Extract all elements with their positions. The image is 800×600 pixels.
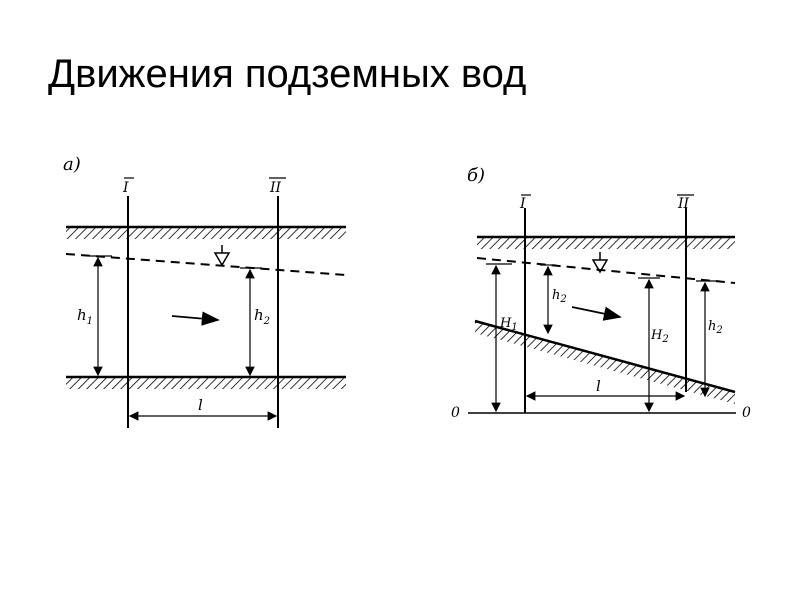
section-label-1-a: I <box>122 180 129 196</box>
water-level-icon <box>213 245 231 267</box>
section-label-1-b: I <box>519 196 526 212</box>
label-h2-left: h2 <box>552 288 567 305</box>
diagram-b: б) 0 0 I II H1 <box>451 165 751 421</box>
datum-label-left: 0 <box>451 405 460 421</box>
label-H2: H2 <box>650 328 669 345</box>
flow-arrow-b <box>571 306 622 321</box>
ground-surface-a <box>66 225 346 239</box>
water-level-icon <box>591 252 609 274</box>
slide-title: Движения подземных вод <box>48 52 527 96</box>
section-label-2-b: II <box>677 196 690 212</box>
diagram-a: а) I II h1 h2 <box>63 154 347 428</box>
label-h2: h2 <box>254 306 270 327</box>
flow-arrow-a <box>171 311 220 326</box>
label-l-a: l <box>198 396 203 414</box>
label-l-b: l <box>596 377 601 395</box>
datum-label-right: 0 <box>742 405 751 421</box>
sloping-aquiclude-b <box>474 319 736 404</box>
label-h1: h1 <box>77 306 93 327</box>
aquiclude-a <box>66 375 346 389</box>
water-table-a <box>65 253 347 276</box>
water-table-b <box>476 257 736 284</box>
ground-surface-b <box>477 235 735 249</box>
panel-label-a: а) <box>63 154 81 175</box>
label-H1: H1 <box>499 316 518 333</box>
section-label-2-a: II <box>269 180 282 196</box>
panel-label-b: б) <box>467 165 485 186</box>
label-h2-right: h2 <box>708 319 723 336</box>
